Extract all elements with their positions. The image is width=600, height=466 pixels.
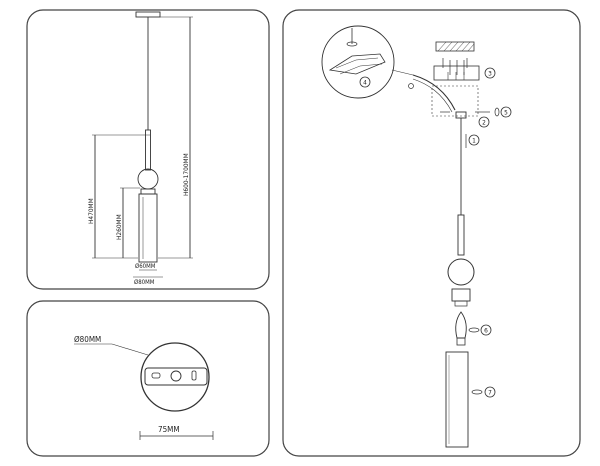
collar <box>140 188 156 195</box>
step-4-label: 4 <box>363 79 367 87</box>
step-7-label: 7 <box>488 389 492 397</box>
bulb <box>455 311 467 339</box>
step-2-label: 2 <box>482 119 486 127</box>
step-1-marker <box>468 134 480 146</box>
mounting-box <box>433 65 480 81</box>
ceiling-canopy <box>135 11 161 18</box>
sphere <box>447 258 475 286</box>
step-5-label: 5 <box>504 109 508 117</box>
canopy-width-label: 75MM <box>158 425 180 434</box>
dim-h470-label: H470MM <box>87 198 95 224</box>
ceiling-block <box>435 41 475 52</box>
pendant-drawing <box>92 11 193 278</box>
slot-right <box>191 370 197 381</box>
dim-d60-label: Ø60MM <box>135 263 156 270</box>
rotate-icons <box>468 107 500 395</box>
dim-h600-1700-label: H600-1700MM <box>182 153 190 196</box>
rotate-icon <box>494 107 500 117</box>
step-markers <box>359 67 512 398</box>
step-2-marker <box>478 116 490 128</box>
dim-d80-label: Ø80MM <box>134 279 155 286</box>
dim-h260-label: H260MM <box>115 214 123 240</box>
canopy-cup <box>455 111 467 119</box>
glass-sphere <box>137 168 159 190</box>
assembly-panel-frame <box>282 9 581 457</box>
slot-left <box>151 372 161 379</box>
center-hole <box>170 370 182 382</box>
assembly-drawing <box>321 25 490 448</box>
detail-magnifier <box>321 25 395 99</box>
canopy-panel-frame <box>26 300 270 457</box>
rotate-icon <box>468 327 480 333</box>
canopy-diameter-label: Ø80MM <box>74 334 101 344</box>
mounting-bar <box>144 367 208 386</box>
step-5-marker <box>500 106 512 118</box>
upper-rod <box>145 129 151 171</box>
cylinder-shade <box>138 193 158 263</box>
step-1-label: 1 <box>472 137 476 145</box>
step-7-marker <box>484 386 496 398</box>
step-4-marker <box>359 76 371 88</box>
canopy-circle <box>140 342 210 412</box>
wire <box>412 74 456 111</box>
shade <box>445 351 469 448</box>
step-3-marker <box>484 67 496 79</box>
rod <box>457 214 465 256</box>
step-6-label: 6 <box>484 327 488 335</box>
canopy-outline <box>431 85 479 117</box>
pendant-panel-frame <box>26 9 270 290</box>
step-3-label: 3 <box>488 70 492 78</box>
step-6-marker <box>480 324 492 336</box>
canopy-view <box>74 342 214 440</box>
rotate-icon <box>471 389 483 395</box>
lamp-holder <box>451 288 471 302</box>
